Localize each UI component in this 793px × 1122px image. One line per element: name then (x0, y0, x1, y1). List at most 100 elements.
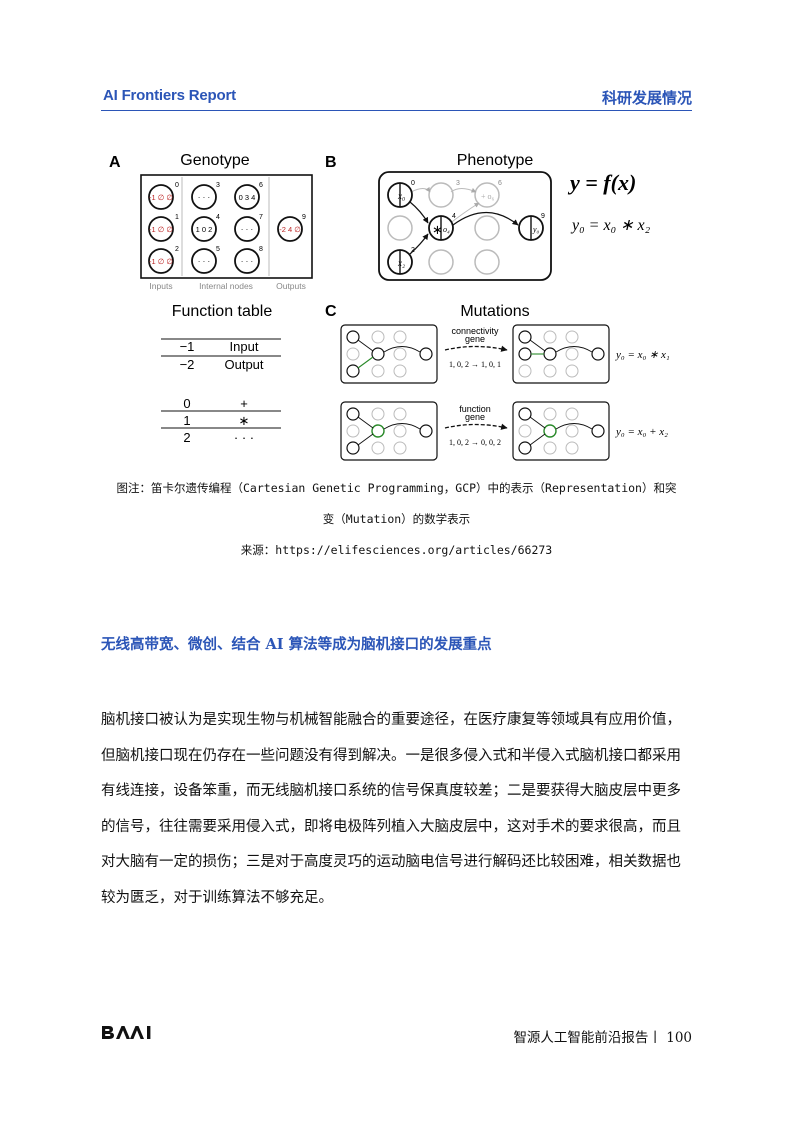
svg-text:x₂: x₂ (397, 258, 405, 268)
figure-source: 来源：https://elifesciences.org/articles/66… (240, 543, 553, 557)
label-inputs: Inputs (149, 281, 172, 291)
body-paragraph: 脑机接口被认为是实现生物与机械智能融合的重要途径，在医疗康复等领域具有应用价值，… (101, 703, 692, 917)
m1-label-1: connectivity (451, 326, 499, 336)
pheno-num-6: 6 (498, 180, 502, 187)
ft-fn-val-0: + (240, 396, 248, 411)
edge-3-6-grey (450, 187, 477, 193)
body-line: 脑机接口被认为是实现生物与机械智能融合的重要途径，在医疗康复等领域具有应用价值， (101, 712, 681, 728)
svg-text:4: 4 (216, 214, 220, 221)
svg-text:y₀: y₀ (532, 225, 540, 234)
svg-text:+ o₆: + o₆ (481, 192, 495, 201)
svg-text:x₀: x₀ (397, 191, 405, 201)
m1-result: y₀ = x₀ ∗ x₁ (615, 349, 670, 361)
genotype-node-0: -1 ∅ ∅ 0 (148, 182, 179, 210)
svg-text:-1 ∅ ∅: -1 ∅ ∅ (149, 257, 173, 266)
phenotype-box (378, 171, 552, 281)
phenotype-input-x0: x₀ 0 (387, 180, 415, 208)
equation-y0: y₀ = x₀ ∗ x₂ (570, 217, 651, 234)
body-line: 对大脑有一定的损伤；三是对于高度灵巧的运动脑电信号进行解码还比较困难，相关数据也 (101, 854, 681, 871)
svg-text:3: 3 (216, 182, 220, 189)
genotype-node-4: 1 0 2 4 (191, 214, 220, 242)
edge-0-3-grey (410, 186, 431, 193)
svg-text:0: 0 (411, 180, 415, 187)
m2-label-2: gene (465, 412, 485, 422)
phenotype-node-4: ∗ o₄ 4 (428, 213, 456, 241)
svg-text:8: 8 (259, 246, 263, 253)
panel-b-letter: B (325, 154, 337, 171)
genotype-title: Genotype (180, 152, 249, 169)
edge-x0-to-4 (409, 201, 429, 224)
equation-y-fx: y = f(x) (567, 170, 636, 195)
svg-text:· · ·: · · · (241, 225, 253, 234)
mutation-1-after (512, 324, 610, 384)
cgp-figure: A Genotype -1 ∅ ∅ 0 -1 ∅ ∅ 1 -1 ∅ ∅ 2 · … (109, 152, 670, 461)
svg-text:9: 9 (541, 213, 545, 220)
mutation-2-after (512, 401, 610, 461)
ft-fn-val-1: ∗ (239, 413, 250, 428)
phenotype-node-6-grey: + o₆ (481, 192, 495, 201)
svg-text:· · ·: · · · (198, 257, 210, 266)
svg-text:0 3 4: 0 3 4 (239, 193, 256, 202)
genotype-node-2: -1 ∅ ∅ 2 (148, 246, 179, 274)
genotype-node-3: · · · 3 (191, 182, 220, 210)
genotype-node-7: · · · 7 (234, 214, 263, 242)
genotype-node-1: -1 ∅ ∅ 1 (148, 214, 179, 242)
header-rule (101, 110, 692, 111)
figure-caption-line-1: 图注：笛卡尔遗传编程（Cartesian Genetic Programming… (116, 481, 677, 495)
body-line: 的信号，往往需要采用侵入式，即将电极阵列植入大脑皮层中，这对手术的要求很高，而且 (101, 818, 681, 835)
phenotype-output-y0: y₀ 9 (518, 213, 545, 241)
svg-text:7: 7 (259, 214, 263, 221)
svg-text:· · ·: · · · (241, 257, 253, 266)
svg-text:2: 2 (175, 246, 179, 253)
genotype-box (140, 174, 313, 279)
svg-text:1 0 2: 1 0 2 (196, 225, 213, 234)
svg-text:0: 0 (175, 182, 179, 189)
ft-fn-key-1: 1 (183, 413, 190, 428)
section-title: 无线高带宽、微创、结合 AI 算法等成为脑机接口的发展重点 (101, 636, 492, 653)
svg-text:5: 5 (216, 246, 220, 253)
svg-text:9: 9 (302, 214, 306, 221)
ft-io-key-0: −1 (180, 339, 195, 354)
m2-result: y₀ = x₀ + x₂ (615, 426, 668, 438)
svg-text:-1 ∅ ∅: -1 ∅ ∅ (149, 193, 173, 202)
panel-c-letter: C (325, 303, 337, 320)
section-header: 科研发展情况 (601, 89, 692, 107)
ft-io-val-1: Output (224, 357, 263, 372)
svg-text:∗: ∗ (432, 222, 443, 237)
phenotype-title: Phenotype (457, 152, 534, 169)
m1-label-2: gene (465, 334, 485, 344)
label-internal-nodes: Internal nodes (199, 281, 253, 291)
pheno-num-3: 3 (456, 180, 460, 187)
figure-caption-line-2: 变（Mutation）的数学表示 (322, 512, 471, 526)
function-table: −1 Input −2 Output 0 + 1 ∗ 2 · · · (161, 338, 281, 445)
label-outputs: Outputs (276, 281, 306, 291)
svg-text:1: 1 (175, 214, 179, 221)
svg-text:4: 4 (452, 213, 456, 220)
phenotype-input-x2: x₂ 2 (387, 247, 415, 275)
genotype-node-6: 0 3 4 6 (234, 182, 263, 210)
mutation-1-before (340, 324, 438, 384)
m1-arrow (444, 345, 508, 352)
svg-text:-2 4 ∅: -2 4 ∅ (279, 225, 301, 234)
function-table-title: Function table (172, 303, 273, 320)
ft-fn-val-2: · · · (234, 430, 254, 445)
svg-text:6: 6 (259, 182, 263, 189)
m2-label-1: function (459, 404, 491, 414)
ft-io-key-1: −2 (180, 357, 195, 372)
genotype-node-8: · · · 8 (234, 246, 263, 274)
svg-text:· · ·: · · · (198, 193, 210, 202)
edge-x2-to-4 (409, 233, 429, 255)
ft-fn-key-0: 0 (183, 396, 190, 411)
genotype-node-9: -2 4 ∅ 9 (277, 214, 306, 242)
footer-page-label: 智源人工智能前沿报告丨 100 (513, 1030, 692, 1046)
m2-change: 1, 0, 2 → 0, 0, 2 (449, 438, 501, 447)
m2-arrow (444, 423, 508, 430)
mutation-2-before (340, 401, 438, 461)
ft-io-val-0: Input (230, 339, 259, 354)
mutations-title: Mutations (460, 303, 529, 320)
body-line: 较为匮乏，对于训练算法不够充足。 (101, 889, 333, 906)
panel-a-letter: A (109, 154, 121, 171)
svg-text:o₄: o₄ (443, 225, 450, 234)
report-title: AI Frontiers Report (103, 87, 236, 104)
body-line: 有线连接，设备笨重，而无线脑机接口系统的信号保真度较差；二是要获得大脑皮层中更多 (101, 783, 681, 800)
